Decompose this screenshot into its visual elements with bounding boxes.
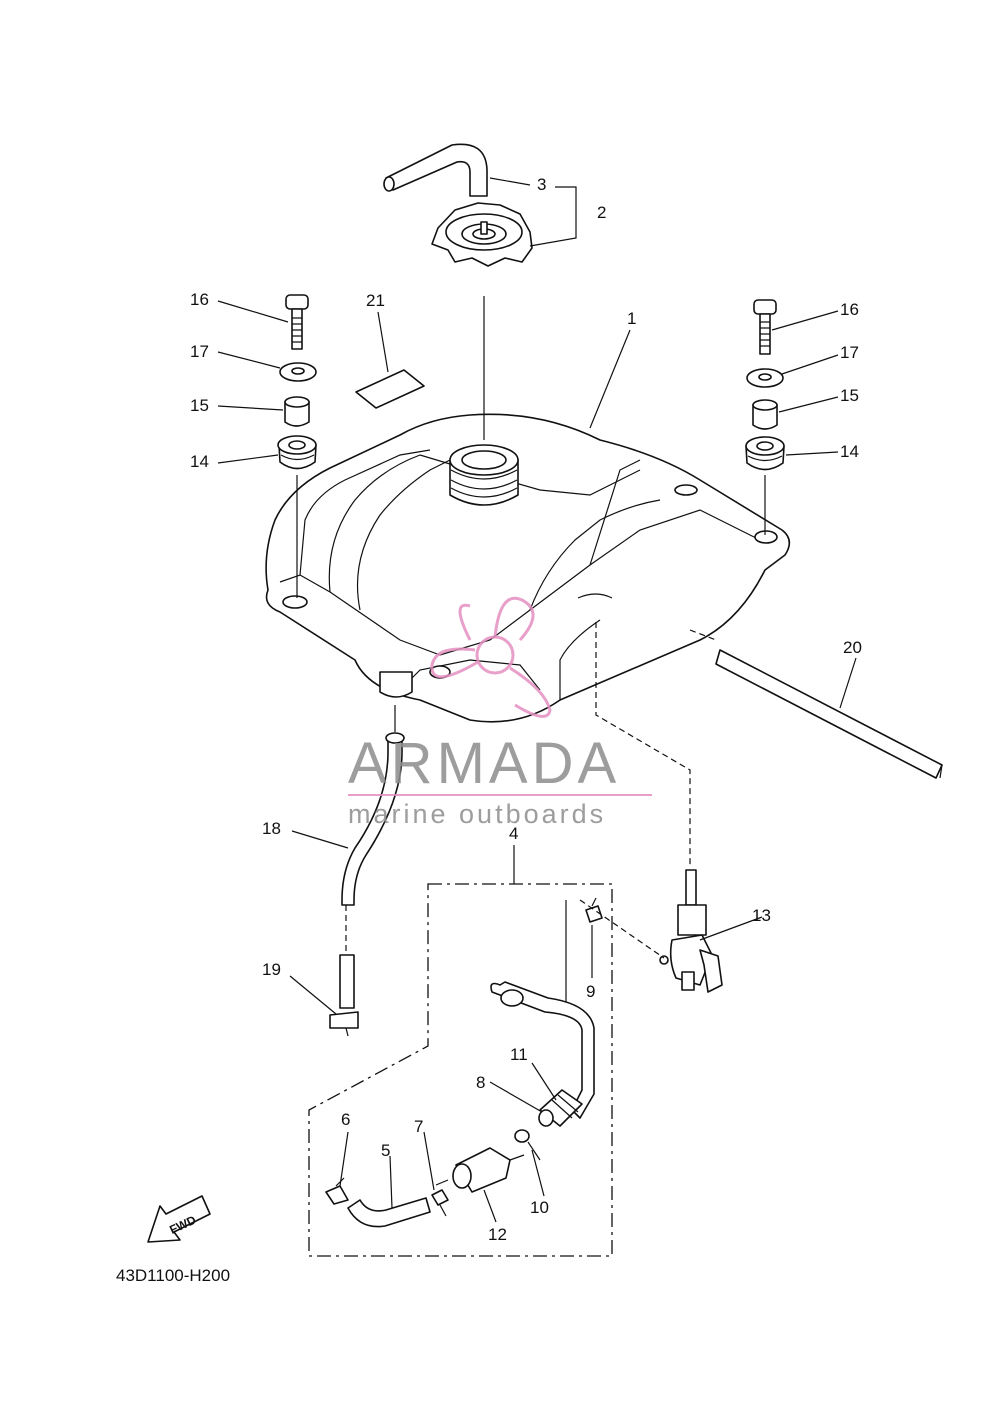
damper-strip[interactable] — [715, 649, 943, 779]
caution-label[interactable] — [355, 369, 425, 409]
watermark-tagline: marine outboards — [348, 799, 606, 829]
callout-1: 1 — [627, 309, 636, 328]
callout-16-left: 16 — [190, 290, 209, 309]
bolt-right[interactable] — [753, 299, 777, 355]
kit-boundary — [308, 883, 613, 1257]
washer-left[interactable] — [279, 362, 317, 382]
callout-9: 9 — [586, 982, 595, 1001]
callout-8: 8 — [476, 1073, 485, 1092]
fwd-arrow-icon: FWD — [147, 1195, 211, 1243]
fuel-tank[interactable] — [265, 413, 791, 723]
callout-16-right: 16 — [840, 300, 859, 319]
fuel-pipe[interactable] — [490, 900, 595, 1119]
callout-11: 11 — [510, 1045, 528, 1064]
assembly-lines — [296, 296, 766, 959]
callout-21: 21 — [366, 291, 385, 310]
collar-left[interactable] — [284, 396, 310, 427]
drawing-code: 43D1100-H200 — [116, 1266, 230, 1285]
fuel-cap[interactable] — [431, 202, 533, 267]
hose-clip[interactable] — [329, 1011, 359, 1037]
callout-14-right: 14 — [840, 442, 859, 461]
callout-4: 4 — [509, 824, 518, 843]
bolt-left[interactable] — [285, 294, 309, 350]
hose-end[interactable] — [538, 1089, 583, 1127]
watermark: ARMADA marine outboards — [348, 596, 652, 829]
callout-19: 19 — [262, 960, 281, 979]
callout-7: 7 — [414, 1117, 423, 1136]
callout-labels: 1 2 3 4 5 6 7 8 9 10 11 12 13 14 14 15 1… — [190, 175, 862, 1244]
callout-15-left: 15 — [190, 396, 209, 415]
grommet-left[interactable] — [277, 435, 317, 470]
fuel-hose[interactable] — [339, 732, 405, 1009]
collar-right[interactable] — [752, 399, 778, 430]
callout-13: 13 — [752, 906, 771, 925]
callout-14-left: 14 — [190, 452, 209, 471]
callout-10: 10 — [530, 1198, 549, 1217]
breather-hose[interactable] — [383, 143, 488, 197]
fuel-cock[interactable] — [659, 869, 723, 993]
fuel-filter[interactable] — [435, 1147, 525, 1193]
watermark-logo-icon — [430, 596, 552, 718]
callout-12: 12 — [488, 1225, 507, 1244]
callout-2: 2 — [597, 203, 606, 222]
clip-10[interactable] — [514, 1129, 541, 1161]
clip-7[interactable] — [431, 1189, 449, 1217]
clip-9[interactable] — [585, 897, 603, 923]
hose-5[interactable] — [347, 1197, 431, 1228]
watermark-brand: ARMADA — [348, 731, 620, 796]
callout-3: 3 — [537, 175, 546, 194]
callout-5: 5 — [381, 1141, 390, 1160]
callout-17-right: 17 — [840, 343, 859, 362]
callout-6: 6 — [341, 1110, 350, 1129]
callout-20: 20 — [843, 638, 862, 657]
callout-18: 18 — [262, 819, 281, 838]
leader-lines — [217, 177, 857, 1223]
callout-15-right: 15 — [840, 386, 859, 405]
grommet-right[interactable] — [745, 436, 785, 471]
clip-6[interactable] — [325, 1177, 349, 1205]
washer-right[interactable] — [746, 368, 784, 388]
callout-17-left: 17 — [190, 342, 209, 361]
